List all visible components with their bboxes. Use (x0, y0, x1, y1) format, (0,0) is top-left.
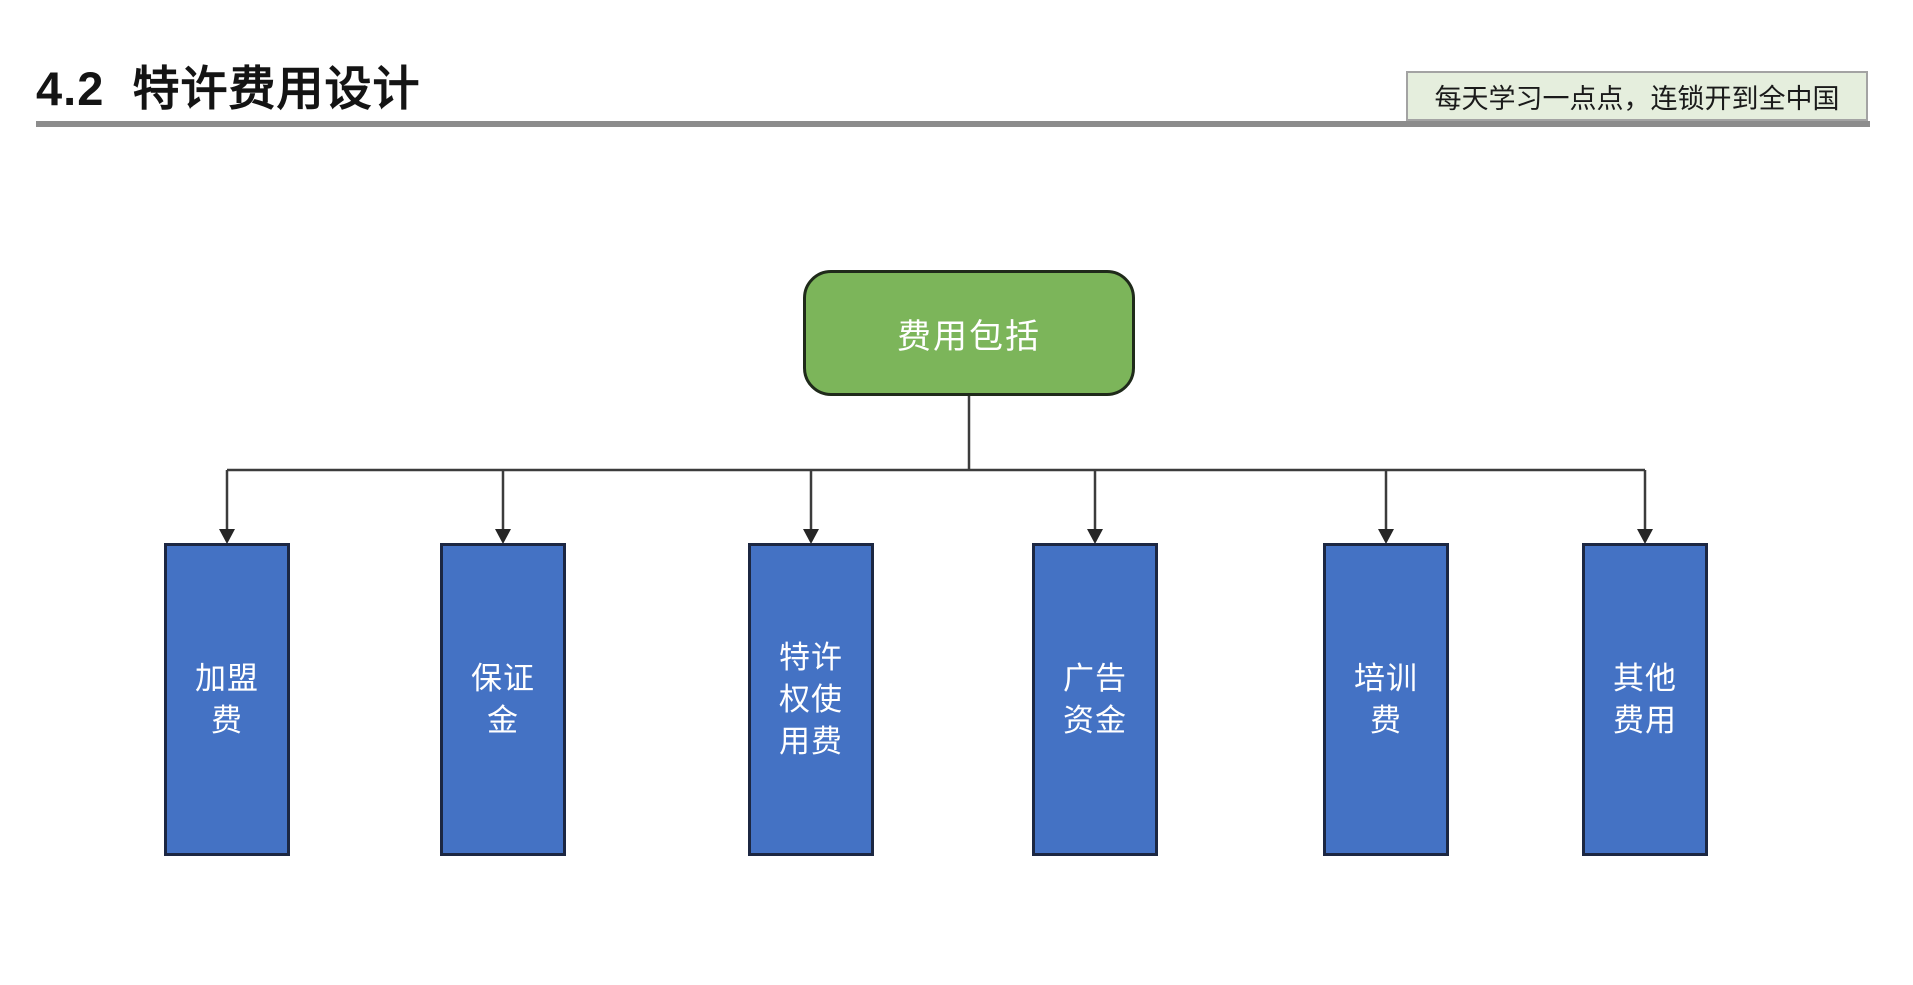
arrowhead-icons (219, 529, 1653, 544)
child-node-deposit: 保证 金 (440, 543, 566, 856)
slogan-banner: 每天学习一点点，连锁开到全中国 (1406, 71, 1868, 121)
root-node-label: 费用包括 (897, 317, 1041, 356)
child-node-franchise-fee: 加盟 费 (164, 543, 290, 856)
child-node-label: 加盟 费 (195, 660, 259, 738)
child-node-label: 其他 费用 (1613, 660, 1677, 738)
slogan-text: 每天学习一点点，连锁开到全中国 (1434, 83, 1840, 114)
child-node-other-fees: 其他 费用 (1582, 543, 1708, 856)
child-node-label: 培训 费 (1354, 660, 1418, 738)
child-node-label: 广告 资金 (1063, 660, 1127, 738)
child-node-royalty-fee: 特许 权使 用费 (748, 543, 874, 856)
child-node-label: 保证 金 (471, 660, 535, 738)
child-node-label: 特许 权使 用费 (779, 639, 843, 759)
page-title: 4.2 特许费用设计 (36, 62, 421, 115)
root-node-fees-include: 费用包括 (803, 270, 1135, 396)
child-node-training-fee: 培训 费 (1323, 543, 1449, 856)
title-underline (36, 121, 1870, 127)
child-node-advertising-fund: 广告 资金 (1032, 543, 1158, 856)
